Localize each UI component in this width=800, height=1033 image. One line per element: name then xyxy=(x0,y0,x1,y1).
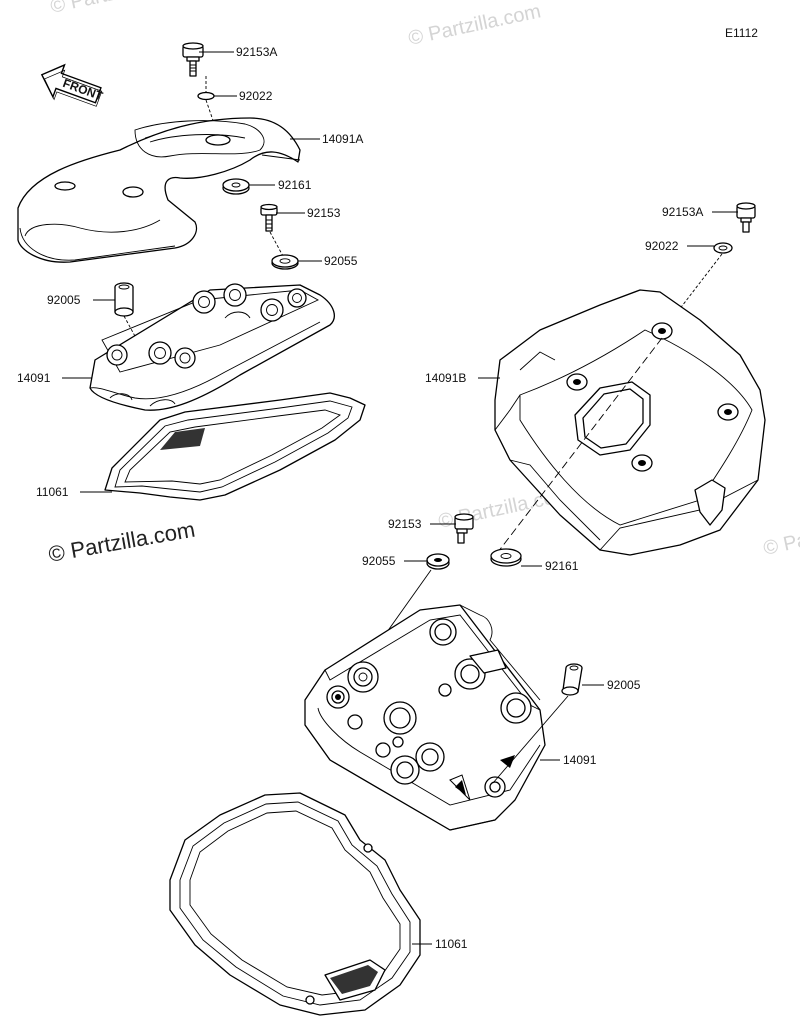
leader-lines xyxy=(62,51,738,945)
grommet-92161-mid xyxy=(490,548,522,567)
label-92005-left[interactable]: 92005 xyxy=(47,293,81,307)
cover-14091B xyxy=(494,289,766,556)
dowel-92005-left xyxy=(114,282,134,317)
washer-92055-mid xyxy=(426,553,450,570)
front-arrow-label: FRONT xyxy=(61,76,105,104)
cover-14091A xyxy=(17,117,301,263)
label-11061-bottom[interactable]: 11061 xyxy=(435,937,468,951)
cover-14091-left xyxy=(89,283,335,411)
label-92153A-top[interactable]: 92153A xyxy=(236,45,277,59)
part-labels: 92153A 92022 14091A 92161 92153 92055 92… xyxy=(17,45,703,951)
bolt-92153A-top xyxy=(182,42,204,77)
diagram-id: E1112 xyxy=(725,26,758,40)
label-11061-left[interactable]: 11061 xyxy=(36,485,69,499)
watermark-faint-top-left: © Partzilla.com xyxy=(48,0,184,18)
bolt-92153-mid xyxy=(454,513,474,544)
watermark-faint-top-right: © Partzilla.com xyxy=(406,0,542,50)
label-92153-mid[interactable]: 92153 xyxy=(388,517,422,531)
washer-92055-top xyxy=(271,254,299,270)
label-92161-top[interactable]: 92161 xyxy=(278,178,312,192)
front-arrow-icon: FRONT xyxy=(40,63,105,107)
label-14091-right[interactable]: 14091 xyxy=(563,753,597,767)
cover-14091-right xyxy=(304,604,546,831)
label-92005-right[interactable]: 92005 xyxy=(607,678,641,692)
grommet-92161-top xyxy=(222,178,250,195)
label-14091A[interactable]: 14091A xyxy=(322,132,363,146)
label-92055-mid[interactable]: 92055 xyxy=(362,554,396,568)
gasket-11061-bottom xyxy=(169,792,421,1016)
washer-92022-right xyxy=(713,242,733,254)
bolt-92153A-right xyxy=(736,202,756,233)
label-92022-top[interactable]: 92022 xyxy=(239,89,273,103)
label-92022-right[interactable]: 92022 xyxy=(645,239,679,253)
label-14091-left[interactable]: 14091 xyxy=(17,371,51,385)
washer-92022-top xyxy=(197,91,215,101)
label-92153-top[interactable]: 92153 xyxy=(307,206,341,220)
gasket-11061-left xyxy=(104,392,366,501)
label-92055-top[interactable]: 92055 xyxy=(324,254,358,268)
watermark-main: © Partzilla.com xyxy=(47,517,197,567)
dowel-92005-right xyxy=(561,663,583,696)
label-92161-mid[interactable]: 92161 xyxy=(545,559,579,573)
watermark-faint-right-edge: © Partzilla.com xyxy=(761,510,800,560)
label-92153A-right[interactable]: 92153A xyxy=(662,205,703,219)
label-14091B[interactable]: 14091B xyxy=(425,371,466,385)
bolt-92153-top xyxy=(260,203,278,232)
